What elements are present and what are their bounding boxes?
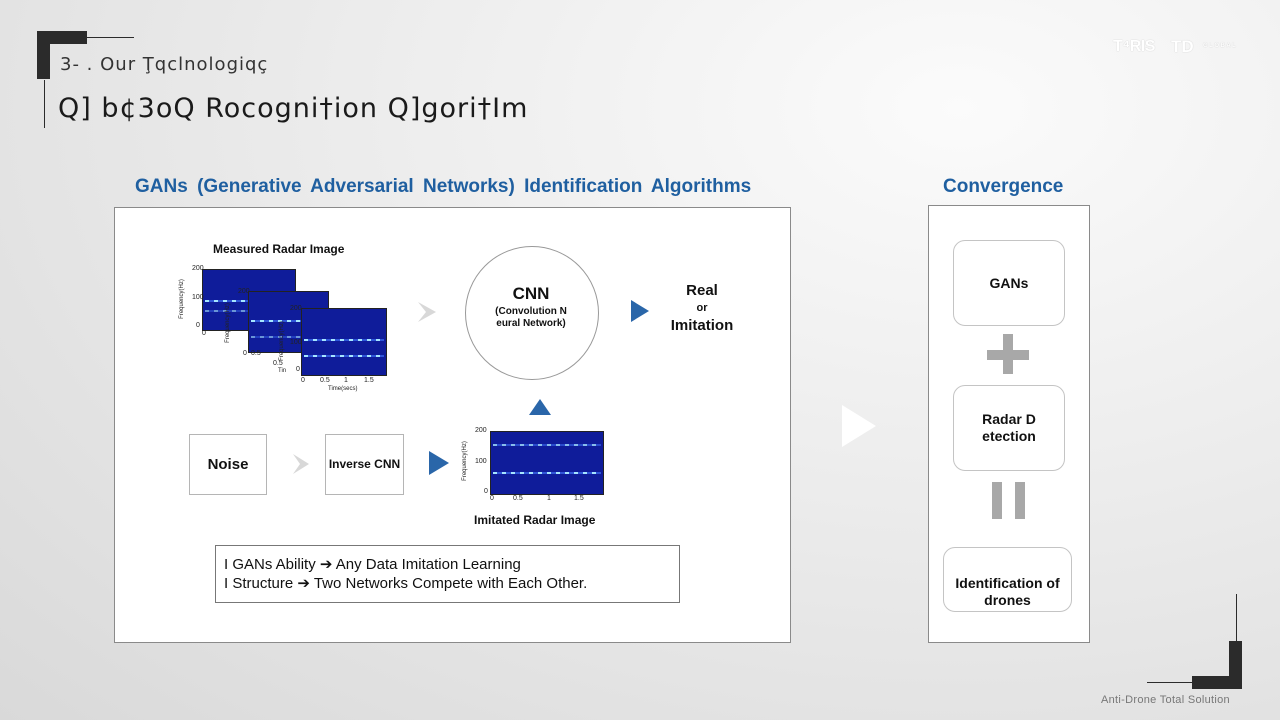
output-or: or [696, 302, 708, 314]
y-tick: 0 [196, 322, 200, 329]
slide-title: Q] b¢3oQ Rocogni†ion Q]gori†Im [58, 93, 529, 124]
x-axis-label: Time(secs) [328, 386, 358, 392]
corner-bracket-bottom-right-bar [1192, 676, 1242, 689]
cnn-subtitle: (Convolution N eural Network) [495, 306, 567, 329]
spectrogram-plot-3 [301, 308, 387, 376]
convergence-item-gans: GANs [953, 240, 1065, 326]
corner-bracket-top-left-bar [37, 31, 87, 44]
x-tick: 0 [202, 330, 206, 337]
convergence-item-radar-detection: Radar D etection [953, 385, 1065, 471]
equals-icon [992, 482, 1002, 519]
y-axis-label: Frequency(Hz) [461, 441, 468, 481]
x-tick: 1.5 [364, 377, 374, 384]
measured-radar-spectrograms: 200 100 0 0 Frequency(Hz) 200 0 0.5 Freq… [178, 262, 390, 402]
header-divider-line [87, 37, 134, 38]
y-tick: 100 [192, 294, 204, 301]
note-line: I GANs Ability ➔ Any Data Imitation Lear… [224, 556, 521, 573]
notes-box: I GANs Ability ➔ Any Data Imitation Lear… [215, 545, 680, 603]
x-tick: 0 [243, 350, 247, 357]
y-tick: 200 [475, 427, 487, 434]
x-tick: 0.5 [513, 495, 523, 502]
footer-tagline: Anti-Drone Total Solution [1101, 694, 1230, 706]
section-number: 3- . Our Ţqclnologiqç [60, 54, 269, 75]
company-logo-right-subtext: GLOBAL [1203, 43, 1238, 49]
y-tick: 200 [238, 288, 250, 295]
x-axis-label: Tin [278, 368, 287, 374]
y-tick: 100 [475, 458, 487, 465]
y-axis-label: Frequency(Hz) [178, 279, 185, 319]
imitated-radar-label: Imitated Radar Image [474, 513, 596, 527]
company-logo-right: TD [1171, 37, 1194, 56]
blue-arrow-right-icon [631, 300, 649, 322]
footer-accent-line [1236, 594, 1237, 642]
x-tick: 0.5 [273, 360, 283, 367]
cnn-node [465, 246, 599, 380]
blue-arrow-up-icon [529, 399, 551, 415]
gans-section-title: GANs (Generative Adversarial Networks) I… [135, 176, 752, 197]
output-imitation: Imitation [670, 317, 734, 334]
footer-divider-line [1147, 682, 1193, 683]
x-tick: 0 [301, 377, 305, 384]
note-line: I Structure ➔ Two Networks Compete with … [224, 575, 588, 592]
blue-arrow-right-icon [429, 451, 449, 475]
convergence-title: Convergence [943, 176, 1064, 197]
x-tick: 0.5 [251, 350, 261, 357]
gray-arrow-icon [418, 302, 436, 322]
imitated-radar-spectrogram: 200 100 0 Frequency(Hz) 0 0.5 1 1.5 [462, 426, 607, 508]
equals-icon-bar [1015, 482, 1025, 519]
y-axis-label: Frequency(Hz) [224, 303, 231, 343]
x-tick: 0.5 [320, 377, 330, 384]
y-axis-label: Frequency(Hz) [278, 321, 285, 361]
noise-box: Noise [189, 434, 267, 495]
y-tick: 200 [290, 305, 302, 312]
y-tick: 100 [290, 339, 302, 346]
x-tick: 1.5 [574, 495, 584, 502]
spectrogram-plot-imitated [490, 431, 604, 495]
output-real: Real [686, 282, 718, 299]
white-arrow-right-icon [842, 405, 876, 447]
company-logo-left: T⁴RIS [1113, 38, 1155, 55]
y-tick: 200 [192, 265, 204, 272]
x-tick: 1 [547, 495, 551, 502]
y-tick: 0 [484, 488, 488, 495]
inverse-cnn-box: Inverse CNN [325, 434, 404, 495]
measured-radar-label: Measured Radar Image [213, 242, 345, 256]
gray-arrow-icon [293, 454, 309, 474]
title-accent-line [44, 80, 45, 128]
plus-icon-vertical [1003, 334, 1013, 374]
x-tick: 0 [296, 366, 300, 373]
cnn-title: CNN [512, 284, 550, 303]
x-tick: 0 [490, 495, 494, 502]
convergence-item-identification: Identification of drones [943, 547, 1072, 612]
x-tick: 1 [344, 377, 348, 384]
